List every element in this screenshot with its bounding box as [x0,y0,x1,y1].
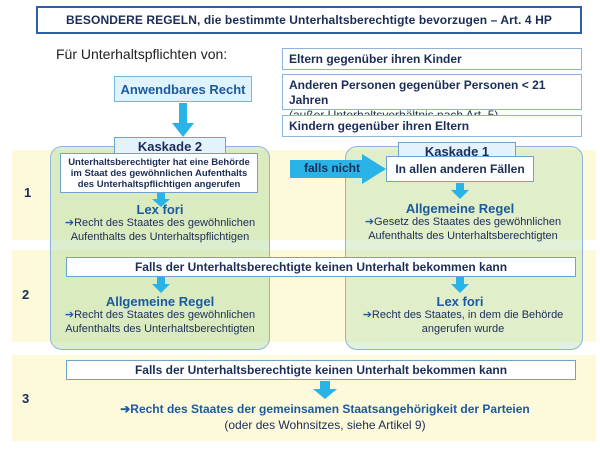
cascade2-step1-heading: Lex fori [136,202,184,217]
down-arrow-icon [152,193,170,207]
down-arrow-icon [152,277,170,293]
category-label: Kindern gegenüber ihren Eltern [289,119,470,133]
down-arrow-icon [451,277,469,293]
arrow-right-icon: ➔ [64,217,75,229]
cascade1-step1-heading: Allgemeine Regel [405,201,515,216]
right-arrow-icon [290,154,386,184]
row-number-3: 3 [22,391,30,406]
cascade1-step2-text: Recht des Staates, in dem die Behörde an… [371,309,564,335]
cascade2-condition: Unterhaltsberechtigter hat eine Behörde … [60,153,258,193]
cascade2-step2-description: ➔Recht des Staates des gewöhnlichen Aufe… [56,308,264,336]
arrow-right-icon: ➔ [64,309,75,321]
cascade1-step1-text: Gesetz des Staates des gewöhnlichen Aufe… [368,216,562,242]
applicable-law-box: Anwendbares Recht [114,76,252,102]
cascade1-step2-description: ➔Recht des Staates, in dem die Behörde a… [352,308,574,336]
row-number-2: 2 [22,287,30,302]
cascade1-condition: In allen anderen Fällen [386,156,534,182]
cascade2-step1-text: Recht des Staates des gewöhnlichen Aufen… [70,217,256,243]
cascade1-step1-description: ➔Gesetz des Staates des gewöhnlichen Auf… [352,215,574,243]
cascade2-step2-text: Recht des Staates des gewöhnlichen Aufen… [65,309,256,335]
cascade1-step2-heading: Lex fori [436,294,484,309]
page-title: BESONDERE REGELN, die bestimmte Unterhal… [36,6,582,34]
category-children-parents: Kindern gegenüber ihren Eltern [282,115,582,137]
cascade2-step2-heading: Allgemeine Regel [105,294,215,309]
down-arrow-icon [313,381,337,399]
arrow-right-icon: ➔ [364,216,375,228]
arrow-right-icon: ➔ [362,309,372,321]
final-law: ➔Recht des Staates der gemeinsamen Staat… [60,402,590,416]
final-law-text: Recht des Staates der gemeinsamen Staats… [130,402,530,416]
no-maintenance-condition-1: Falls der Unterhaltsberechtigte keinen U… [66,257,576,277]
category-label: Eltern gegenüber ihren Kinder [289,52,462,66]
final-note: (oder des Wohnsitzes, siehe Artikel 9) [224,418,426,432]
category-parents-children: Eltern gegenüber ihren Kinder [282,48,582,70]
category-others-under-21: Anderen Personen gegenüber Personen < 21… [282,74,582,122]
down-arrow-icon [172,103,194,137]
category-label: Anderen Personen gegenüber Personen < 21… [289,78,546,107]
row-number-1: 1 [24,185,32,200]
falls-nicht-label: falls nicht [303,161,360,175]
cascade2-step1-description: ➔Recht des Staates des gewöhnlichen Aufe… [56,216,264,244]
down-arrow-icon [451,183,469,199]
arrow-right-icon: ➔ [120,402,131,416]
for-label: Für Unterhaltspflichten von: [56,46,228,62]
no-maintenance-condition-2: Falls der Unterhaltsberechtigte keinen U… [66,360,576,380]
